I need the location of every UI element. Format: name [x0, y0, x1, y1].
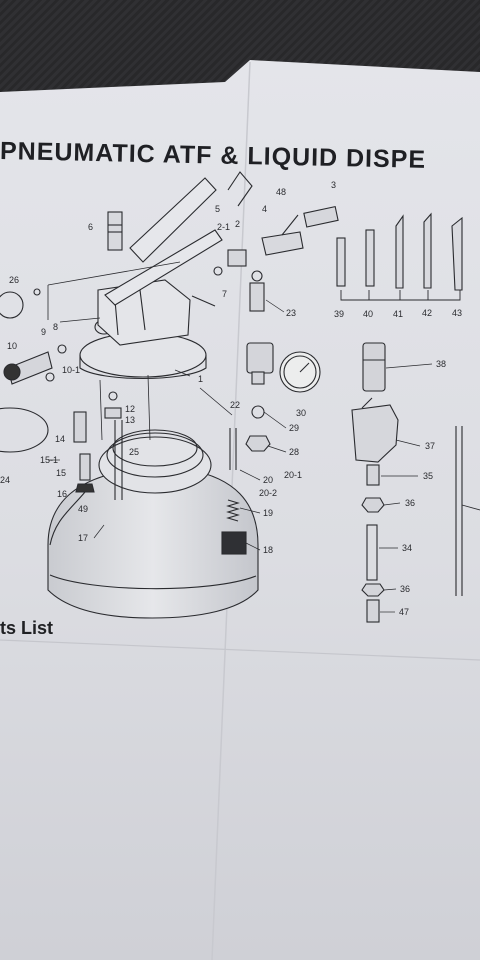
label-15: 15: [56, 468, 66, 478]
o-ring-2-1: [213, 266, 223, 276]
label-41: 41: [393, 309, 403, 319]
extension-rod-41: [395, 214, 404, 289]
leader-lines: [48, 299, 433, 613]
label-49: 49: [78, 504, 88, 514]
label-16: 16: [57, 489, 67, 499]
fitting-12: [104, 407, 122, 419]
label-5: 5: [215, 204, 220, 214]
washer-26: [33, 288, 41, 296]
parts-list-heading: ts List: [0, 618, 54, 638]
label-28: 28: [289, 447, 299, 457]
label-42: 42: [422, 308, 432, 318]
label-17: 17: [78, 533, 88, 543]
gasket-24: [0, 407, 49, 453]
rod-bracket: [340, 290, 461, 301]
label-29: 29: [289, 423, 299, 433]
extension-rod-40: [365, 229, 375, 287]
label-47: 47: [399, 607, 409, 617]
guide-lines: [47, 261, 181, 323]
label-2-1: 2-1: [217, 222, 230, 232]
label-10: 10: [7, 341, 17, 351]
label-22: 22: [230, 400, 240, 410]
label-14: 14: [55, 434, 65, 444]
gauge-block-22: [246, 342, 274, 374]
nut-36: [361, 497, 385, 513]
paper-fold-horizontal: [0, 639, 480, 661]
label-36: 36: [405, 498, 415, 508]
label-30: 30: [296, 408, 306, 418]
label-19: 19: [263, 508, 273, 518]
valve-18: [221, 531, 247, 555]
tank-rim: [106, 432, 204, 478]
fitting-35: [366, 464, 380, 486]
label-13: 13: [125, 415, 135, 425]
nut-36-lower: [361, 583, 385, 597]
spring-clip: [227, 171, 253, 207]
label-26: 26: [9, 275, 19, 285]
extension-rod-43: [451, 216, 463, 291]
label-40: 40: [363, 309, 373, 319]
label-4: 4: [262, 204, 267, 214]
label-3: 3: [331, 180, 336, 190]
hose-49: [49, 491, 86, 546]
label-39: 39: [334, 309, 344, 319]
lid-side: [79, 355, 207, 380]
tube-34: [366, 524, 378, 581]
label-12: 12: [125, 404, 135, 414]
label-20-1: 20-1: [284, 470, 302, 480]
nozzle-47: [366, 599, 380, 623]
filter-disc: [0, 291, 24, 319]
relief-valve-23: [249, 282, 265, 312]
label-23: 23: [286, 308, 296, 318]
valve-6: [107, 211, 123, 251]
label-1: 1: [198, 374, 203, 384]
label-38: 38: [436, 359, 446, 369]
dispense-gun-37: [351, 404, 399, 463]
label-25: 25: [129, 447, 139, 457]
label-43: 43: [452, 308, 462, 318]
label-8: 8: [53, 322, 58, 332]
label-10-1: 10-1: [62, 365, 80, 375]
label-35: 35: [423, 471, 433, 481]
label-6: 6: [88, 222, 93, 232]
label-37: 37: [425, 441, 435, 451]
fitting-2: [227, 249, 247, 267]
label-7: 7: [222, 289, 227, 299]
lever-handle: [129, 177, 217, 263]
label-20: 20: [263, 475, 273, 485]
label-36-lower: 36: [400, 584, 410, 594]
tank-band: [49, 574, 257, 590]
label-48: 48: [276, 187, 286, 197]
pin-7: [191, 295, 216, 307]
tank-rim-inner: [112, 429, 198, 467]
exploded-parts-diagram: [0, 171, 480, 623]
coupler-38: [362, 342, 386, 392]
valve-48: [261, 231, 304, 256]
nut-16: [75, 483, 95, 493]
label-18: 18: [263, 545, 273, 555]
label-24: 24: [0, 475, 10, 485]
part-labels: 1 2 2-1 3 4 5 6 7 8 9 10 10-1 12 13 14 1…: [0, 180, 462, 617]
fitting-15: [79, 453, 91, 481]
tank-body: [47, 469, 259, 619]
o-ring-10-1: [45, 372, 55, 382]
spring-19: [226, 499, 240, 522]
fitting-14: [73, 411, 87, 443]
label-9: 9: [41, 327, 46, 337]
label-2: 2: [235, 219, 240, 229]
tank-opening: [98, 436, 212, 494]
extension-rod-42: [423, 212, 432, 289]
o-ring-9: [57, 344, 67, 354]
fitting-3: [303, 205, 339, 228]
label-20-2: 20-2: [259, 488, 277, 498]
extension-rod-39: [336, 237, 346, 287]
lid-boss: [97, 279, 191, 346]
handle-bar: [104, 229, 223, 306]
nut-28: [245, 435, 271, 452]
label-34: 34: [402, 543, 412, 553]
lid-boss-detail: [114, 289, 146, 336]
